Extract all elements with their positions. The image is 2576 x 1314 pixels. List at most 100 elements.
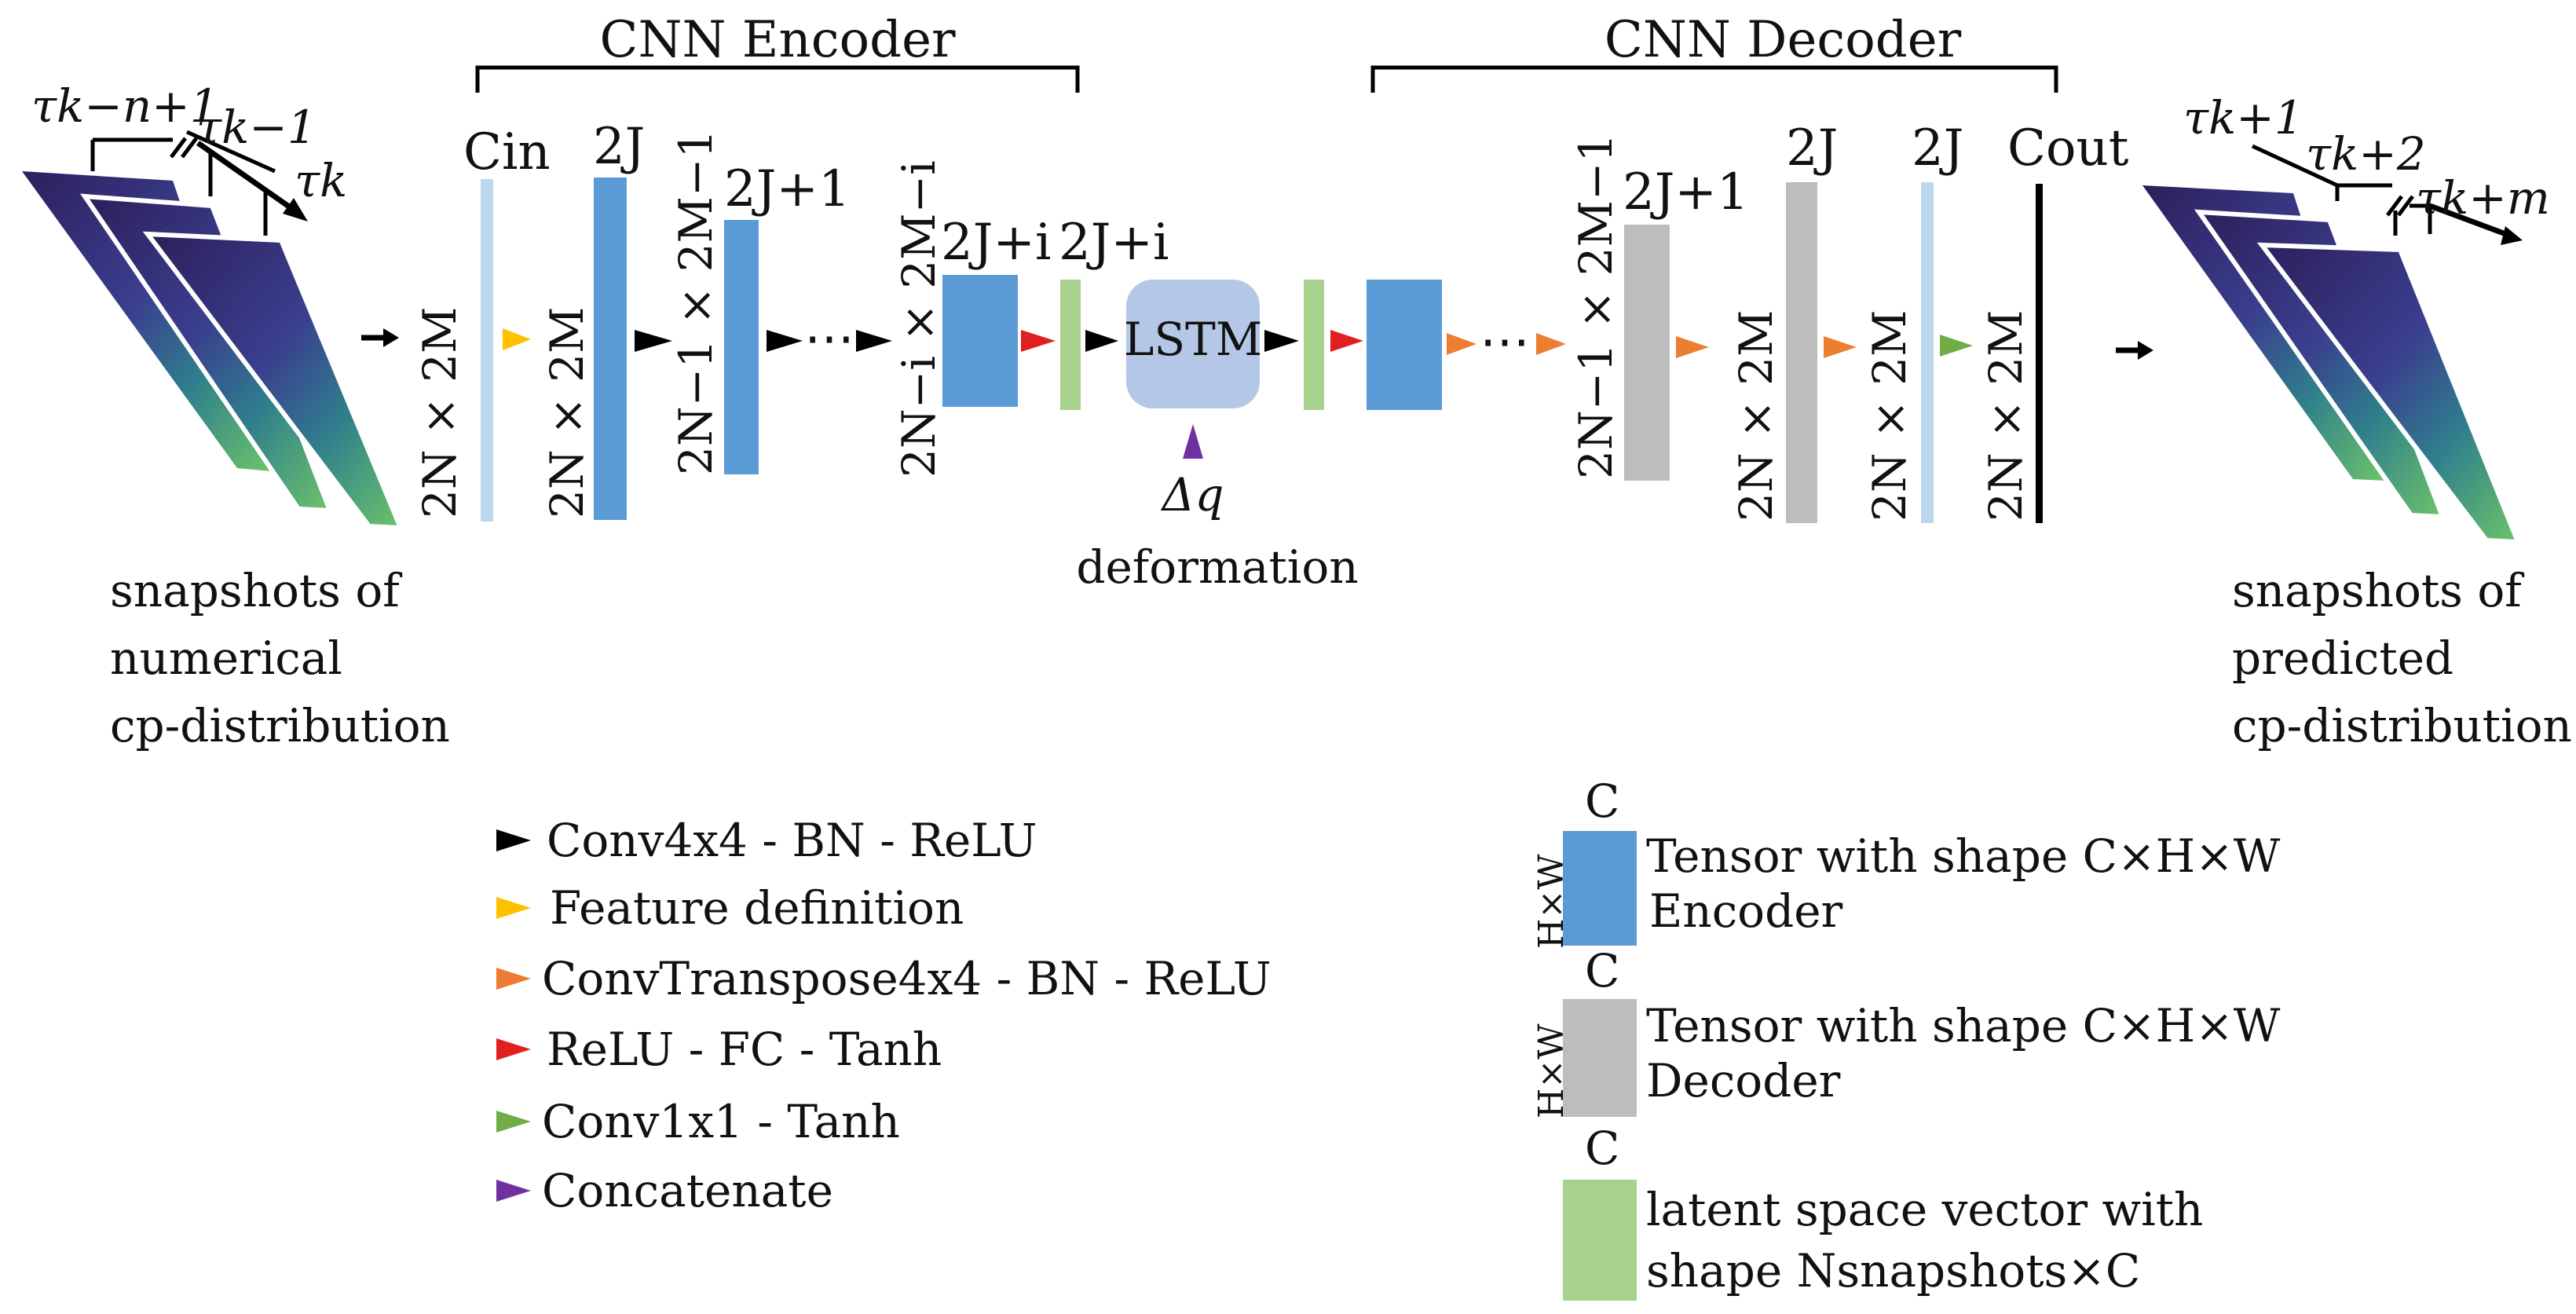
output-caption-line-2: predicted [2232,631,2453,685]
decoder-layer-2-dims: 2N × 2M [1729,310,1783,522]
legend-shape-2-top: C [1585,944,1619,997]
decoder-layer-3-dims: 2N × 2M [1863,310,1916,522]
output-caption-line-3: cp-distribution [2232,699,2572,752]
legend-op-label-fc: ReLU - FC - Tanh [547,1023,942,1076]
legend-shape-2-line-2: Decoder [1646,1054,1841,1107]
fc-arrow-2 [1330,330,1363,352]
legend-shape-1-line-2: Encoder [1649,884,1843,938]
legend-shape-3-top: C [1585,1122,1619,1175]
decoder-latent-vector [1304,280,1324,410]
lstm-label: LSTM [1124,313,1262,366]
legend-shapes: C H×W Tensor with shape C×H×W Encoder C … [1531,774,2281,1301]
legend-op-marker-fc [496,1038,531,1060]
input-caption-line-3: cp-distribution [110,699,450,752]
output-time-break-2 [2397,195,2414,217]
encoder-latent-vector [1060,280,1081,410]
transpose-arrow-4 [1824,336,1857,358]
input-caption-line-2: numerical [110,631,342,685]
decoder-layer-3 [1921,182,1934,523]
decoder-layer-1 [1624,225,1670,481]
decoder-layer-2-channels: 2J [1786,119,1838,178]
encoder-input-channels: Cin [463,123,551,181]
input-caption-line-1: snapshots of [110,564,402,617]
decoder-layer-1-dims: 2N−1 × 2M−1 [1569,134,1623,479]
transpose-arrow-2 [1536,333,1566,355]
output-caption-line-1: snapshots of [2232,564,2524,617]
legend-op-label-feature: Feature definition [550,881,964,935]
input-time-arrow [196,141,299,214]
output-time-axis [2251,144,2432,236]
decoder-input-tensor [1367,280,1442,410]
encoder-input-layer [481,179,493,522]
encoder-layer-1 [594,178,627,520]
legend-op-marker-conv1x1 [496,1111,531,1133]
conv-arrow-3 [856,330,892,352]
output-arrow [2116,341,2153,360]
decoder-dots: ⋯ [1480,313,1530,371]
input-snapshot-2 [80,193,334,514]
legend-operations: Conv4x4 - BN - ReLU Feature definition C… [496,814,1272,1217]
input-time-axis [90,130,276,174]
output-tau-1: τk+1 [2183,91,2303,145]
lstm-input-label: deformation [1076,540,1358,594]
decoder-layer-1-channels: 2J+1 [1623,163,1749,221]
transpose-arrow-3 [1676,336,1709,358]
decoder-output-layer [2036,184,2043,523]
decoder-title: CNN Decoder [1605,11,1962,69]
transpose-arrow-1 [1447,333,1476,355]
conv1x1-arrow [1940,335,1973,357]
legend-op-marker-conv [496,829,531,851]
legend-shape-2-swatch [1563,999,1637,1117]
output-time-arrowhead [2501,226,2523,245]
decoder-layer-3-channels: 2J [1912,119,1963,178]
encoder-layer-2-channels: 2J+1 [724,160,851,218]
legend-op-label-concat: Concatenate [542,1164,833,1217]
input-snapshot-3 [142,231,404,531]
lstm-block [1126,280,1260,408]
lstm-input-symbol: Δq [1160,468,1224,522]
legend-shape-2-line-1: Tensor with shape C×H×W [1646,999,2281,1052]
encoder-layer-3-dims: 2N−i × 2M−i [892,160,946,478]
legend-op-marker-transpose [496,968,531,990]
input-tau-2: τk−1 [196,101,317,154]
decoder-output-dims: 2N × 2M [1979,310,2033,522]
conv-arrow-1 [635,330,672,352]
input-snapshot-1 [22,171,271,471]
input-tau-1: τk−n+1 [31,79,219,133]
decoder-layer-2 [1786,182,1817,523]
decoder-title-group: CNN Decoder [1370,11,2058,93]
encoder-layer-3 [942,275,1018,407]
input-time-break-2 [181,137,198,159]
output-snapshot-2 [2194,209,2446,520]
output-time-break-1 [2386,195,2403,217]
encoder-title-group: CNN Encoder [475,11,1080,93]
legend-shape-3-line-1: latent space vector with [1646,1183,2203,1236]
decoder-output-channels: Cout [2007,119,2129,178]
legend-shape-1-swatch [1563,831,1637,946]
legend-op-label-conv1x1: Conv1x1 - Tanh [542,1095,900,1148]
encoder-title: CNN Encoder [599,11,955,69]
legend-shape-3-swatch [1563,1180,1637,1301]
legend-shape-3-line-2: shape Nsnapshots×C [1646,1244,2140,1298]
encoder-layer-2-dims: 2N−1 × 2M−1 [669,130,723,475]
conv-arrow-2 [767,330,803,352]
output-snapshots: τk+1 τk+2 τk+m [2142,91,2550,545]
legend-op-label-transpose: ConvTranspose4x4 - BN - ReLU [542,952,1272,1005]
encoder-brace [475,65,1080,93]
input-time-break-1 [170,137,187,159]
input-tau-3: τk [295,154,347,207]
input-arrow [361,328,399,347]
input-snapshots: τk−n+1 τk−1 τk [22,79,404,531]
conv-arrow-4 [1085,330,1118,352]
encoder-dots: ⋯ [804,309,854,368]
output-snapshot-1 [2142,185,2386,481]
encoder-input-dims: 2N × 2M [413,307,467,518]
encoder-layer-3-channels: 2J+i [941,214,1051,272]
concat-arrow [1183,424,1203,459]
encoder-layer-1-dims: 2N × 2M [540,307,594,518]
input-time-arrowhead [283,198,308,221]
encoder-layer-2 [724,220,759,474]
legend-op-label-conv: Conv4x4 - BN - ReLU [547,814,1037,867]
fc-arrow-1 [1021,330,1056,352]
